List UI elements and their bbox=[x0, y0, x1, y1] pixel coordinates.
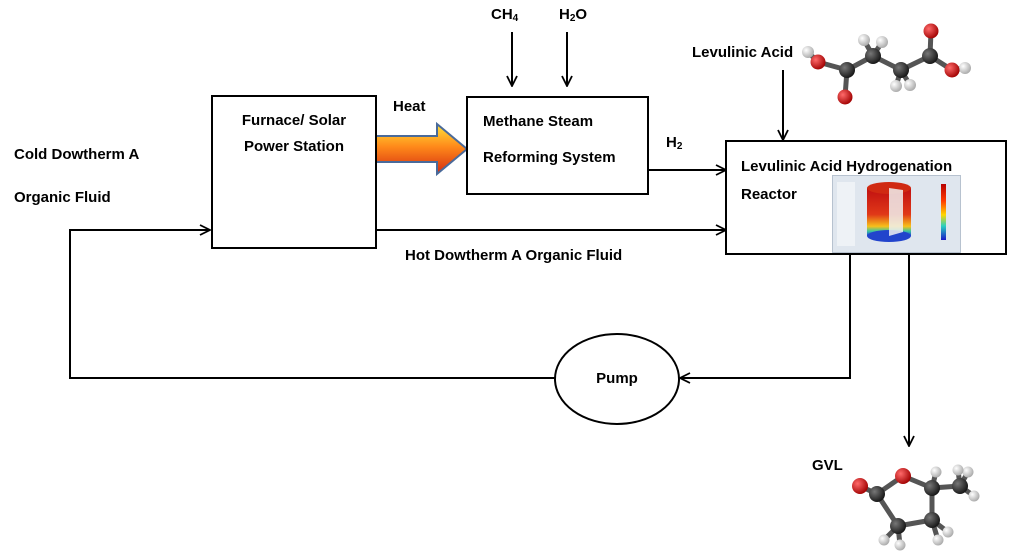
hydrogenation-reactor-box: Levulinic Acid Hydrogenation Reactor bbox=[725, 140, 1007, 255]
heat-arrow-icon bbox=[375, 121, 469, 177]
reactor-simulation-image bbox=[832, 175, 961, 253]
furnace-solar-box: Furnace/ Solar Power Station bbox=[211, 95, 377, 249]
methane-steam-reforming-box: Methane Steam Reforming System bbox=[466, 96, 649, 195]
levulinic-acid-label: Levulinic Acid bbox=[692, 44, 794, 61]
cold-fluid-label-line2: Organic Fluid bbox=[14, 189, 111, 206]
reactor-cylinder-icon bbox=[837, 182, 946, 246]
levulinic-acid-molecule-icon bbox=[802, 23, 971, 105]
h2o-label-main: H bbox=[559, 6, 570, 23]
cold-fluid-return-line bbox=[69, 230, 555, 379]
cold-fluid-label-line1: Cold Dowtherm A bbox=[14, 146, 140, 163]
h2o-label: H2O bbox=[559, 7, 587, 24]
msr-label-line1: Methane Steam bbox=[483, 113, 594, 130]
h2-label-main: H bbox=[666, 134, 677, 151]
gvl-label: GVL bbox=[812, 457, 843, 474]
reactor-label-line1: Levulinic Acid Hydrogenation bbox=[741, 158, 953, 175]
ch4-label-main: CH bbox=[491, 6, 513, 23]
pump-label: Pump bbox=[596, 370, 638, 387]
furnace-label-line2: Power Station bbox=[243, 138, 344, 155]
reactor-label-line2: Reactor bbox=[741, 186, 797, 203]
h2-label-sub: 2 bbox=[676, 141, 683, 152]
ch4-label: CH4 bbox=[491, 7, 518, 24]
reactor-to-pump-line bbox=[680, 254, 851, 378]
h2o-label-tail: O bbox=[575, 6, 588, 23]
pump-shape bbox=[554, 333, 680, 425]
msr-label-line2: Reforming System bbox=[483, 149, 616, 166]
ch4-label-sub: 4 bbox=[512, 13, 519, 24]
furnace-label-line1: Furnace/ Solar bbox=[241, 112, 347, 129]
h2-label: H2 bbox=[666, 135, 682, 152]
heat-label: Heat bbox=[393, 98, 426, 115]
h2o-label-sub: 2 bbox=[569, 13, 576, 24]
hot-fluid-label: Hot Dowtherm A Organic Fluid bbox=[405, 247, 623, 264]
gvl-molecule-icon bbox=[852, 464, 980, 551]
